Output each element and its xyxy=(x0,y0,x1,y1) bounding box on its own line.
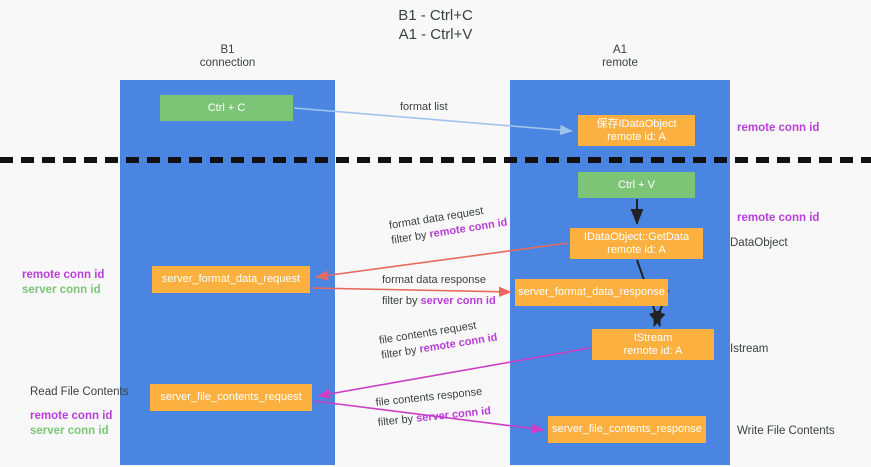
annotation-left-bot-remote: remote conn id xyxy=(30,410,113,422)
edge-label-format-data-response-text: format data response xyxy=(382,274,486,286)
annotation-remote-conn-id-mid: remote conn id xyxy=(737,211,819,226)
node-ctrl-v[interactable]: Ctrl + V xyxy=(578,172,695,198)
annotation-dataobject: DataObject xyxy=(730,236,788,251)
node-getdata-subtitle: remote id: A xyxy=(607,243,666,256)
annotation-left-mid-server: server conn id xyxy=(22,284,101,296)
swimlane-header-b1: B1 connection xyxy=(120,44,335,70)
annotation-left-bot-server: server conn id xyxy=(30,425,109,437)
swimlane-a1-role: remote xyxy=(602,57,638,69)
node-server-file-contents-response-label: server_file_contents_response xyxy=(552,423,702,435)
edge-format-list xyxy=(293,107,573,136)
annotation-left-mid-remote: remote conn id xyxy=(22,269,105,281)
node-idataobject-title: 保存IDataObject xyxy=(596,117,677,130)
node-server-file-contents-request[interactable]: server_file_contents_request xyxy=(150,384,312,411)
annotation-write-file-contents: Write File Contents xyxy=(737,424,835,439)
filter-value-server-conn-id: server conn id xyxy=(420,295,496,307)
node-server-file-contents-request-label: server_file_contents_request xyxy=(160,391,302,403)
edge-label-format-list: format list xyxy=(400,100,448,115)
annotation-dataobject-text: DataObject xyxy=(730,237,788,249)
node-istream[interactable]: IStream remote id: A xyxy=(592,329,714,360)
annotation-read-file-contents: Read File Contents xyxy=(30,386,129,398)
node-server-format-data-request-label: server_format_data_request xyxy=(161,273,301,285)
filter-prefix: filter by xyxy=(382,295,421,307)
annotation-remote-conn-id-mid-text: remote conn id xyxy=(737,212,820,224)
swimlane-a1-name: A1 xyxy=(612,44,628,56)
edge-file-contents-request xyxy=(317,347,591,399)
edge-format-data-response xyxy=(311,286,512,297)
node-ctrl-v-label: Ctrl + V xyxy=(618,178,655,191)
node-server-format-data-response[interactable]: server_format_data_response xyxy=(515,279,668,306)
edge-label-format-list-text: format list xyxy=(400,101,448,113)
node-idataobject-getdata[interactable]: IDataObject::GetData remote id: A xyxy=(570,228,703,259)
node-getdata-title: IDataObject::GetData xyxy=(583,230,690,243)
annotation-remote-conn-id-top: remote conn id xyxy=(737,121,819,136)
annotation-remote-conn-id-top-text: remote conn id xyxy=(737,122,820,134)
swimlane-b1-role: connection xyxy=(199,57,256,69)
edge-label-format-data-response: format data response filter by server co… xyxy=(382,273,496,309)
annotation-istream-text: Istream xyxy=(730,343,769,355)
title-line-1: B1 - Ctrl+C xyxy=(398,7,473,24)
node-ctrl-c[interactable]: Ctrl + C xyxy=(160,95,293,121)
section-divider xyxy=(0,157,871,163)
node-server-format-data-request[interactable]: server_format_data_request xyxy=(152,266,310,293)
edge-file-contents-response xyxy=(313,400,545,434)
annotation-left-middle: remote conn id server conn id xyxy=(22,268,104,298)
edge-label-format-data-response-filter: filter by server conn id xyxy=(382,294,496,309)
node-idataobject[interactable]: 保存IDataObject remote id: A xyxy=(578,115,695,146)
node-idataobject-subtitle: remote id: A xyxy=(607,130,666,143)
node-istream-subtitle: remote id: A xyxy=(623,344,683,357)
node-server-file-contents-response[interactable]: server_file_contents_response xyxy=(548,416,706,443)
swimlane-header-a1: A1 remote xyxy=(510,44,730,70)
node-ctrl-c-label: Ctrl + C xyxy=(207,101,246,114)
annotation-write-file-contents-text: Write File Contents xyxy=(737,425,835,437)
node-server-format-data-response-label: server_format_data_response xyxy=(518,286,665,298)
swimlane-b1-name: B1 xyxy=(220,44,235,56)
edge-format-data-request xyxy=(315,242,569,281)
page-title: B1 - Ctrl+C A1 - Ctrl+V xyxy=(0,6,871,44)
title-line-2: A1 - Ctrl+V xyxy=(398,26,473,43)
node-istream-title: IStream xyxy=(633,331,673,344)
annotation-left-bottom: Read File Contents remote conn id server… xyxy=(30,385,128,439)
filter-prefix: filter by xyxy=(377,412,417,429)
annotation-istream: Istream xyxy=(730,342,768,357)
